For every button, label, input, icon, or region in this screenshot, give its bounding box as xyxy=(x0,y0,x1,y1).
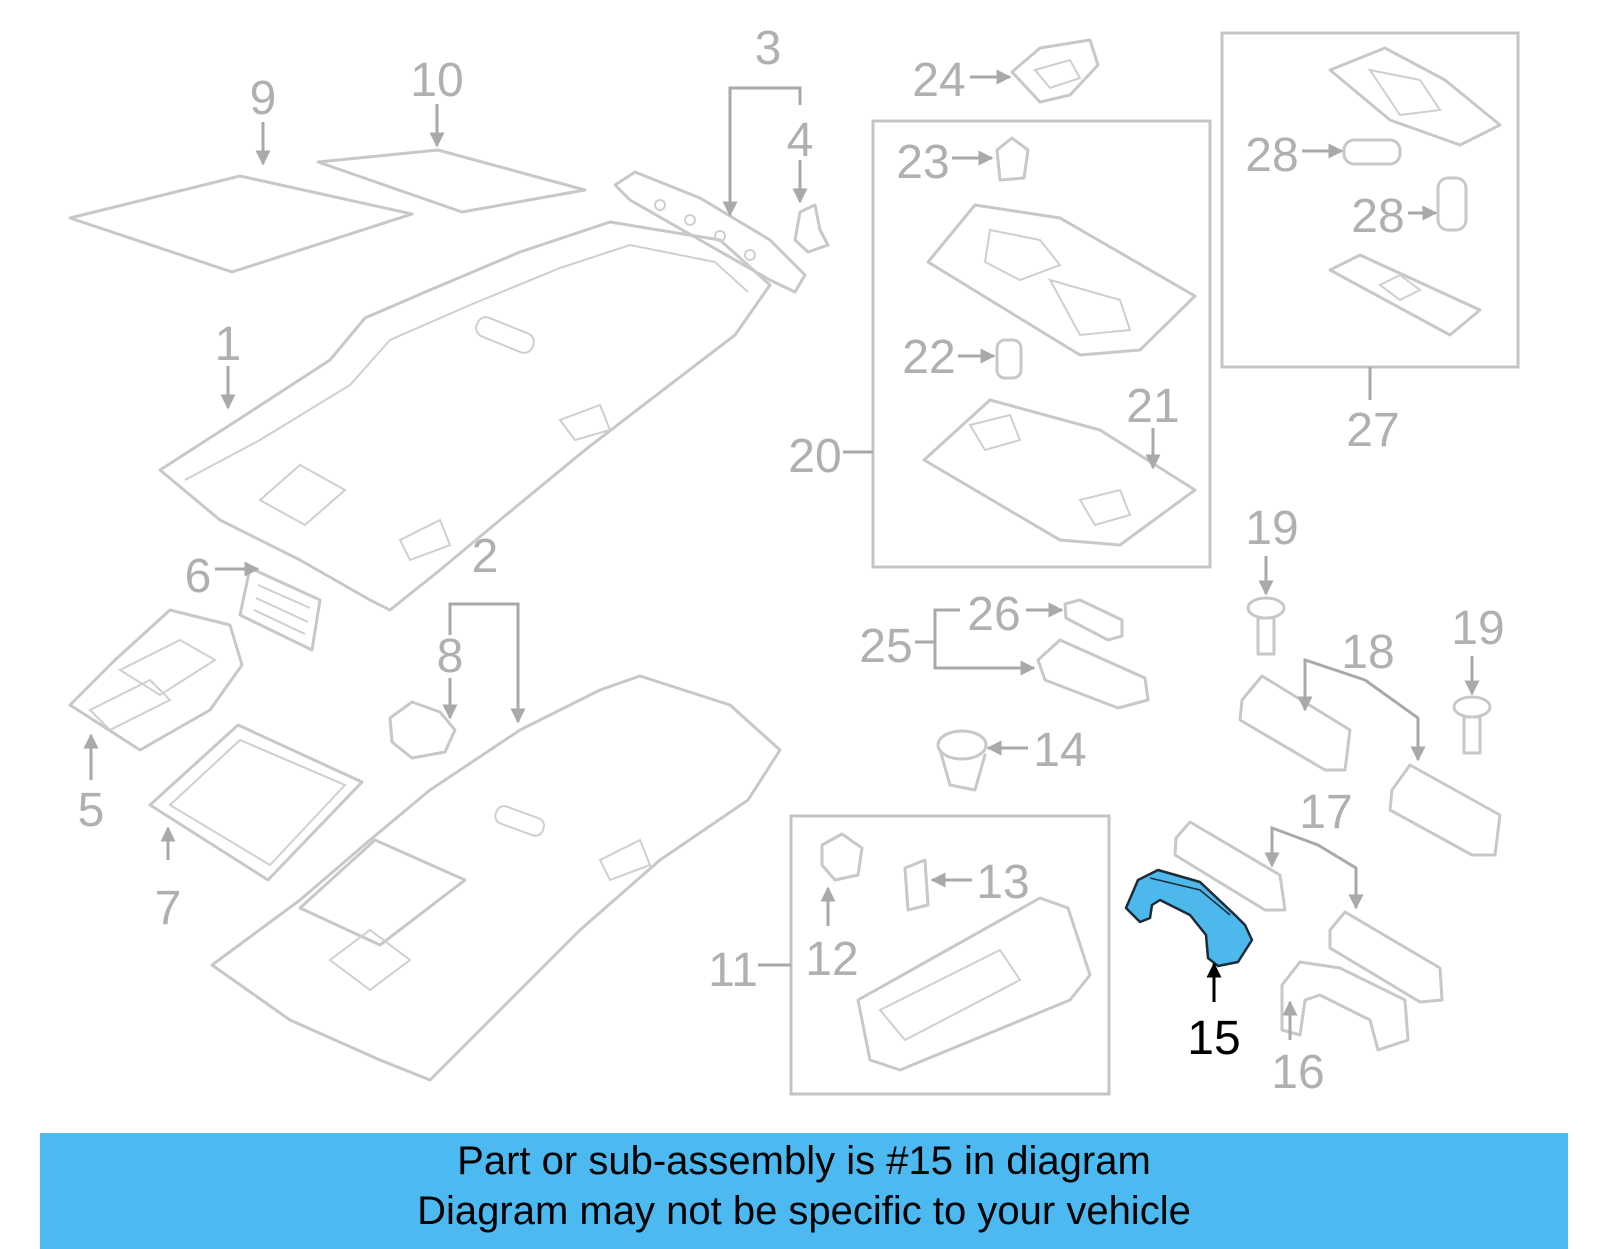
callout-4: 4 xyxy=(787,114,814,167)
part-overhead-housing xyxy=(926,203,1197,357)
part-4-clip xyxy=(793,203,830,254)
part-3-trim xyxy=(613,170,807,294)
part-2-headliner xyxy=(210,674,782,1082)
callout-23: 23 xyxy=(896,136,949,189)
part-15-grab-handle[interactable] xyxy=(1124,868,1254,968)
part-17-mount-a xyxy=(1173,820,1287,912)
callout-11: 11 xyxy=(708,944,758,997)
callout-26: 26 xyxy=(967,588,1020,641)
part-21-overhead-console xyxy=(922,398,1197,547)
part-14-grommet xyxy=(936,729,988,792)
part-12-clip xyxy=(820,832,864,882)
part-25-lamp xyxy=(1036,638,1150,710)
part-7-seal xyxy=(148,723,364,882)
part-17-mount-b xyxy=(1328,910,1444,1004)
part-10-panel xyxy=(316,148,587,214)
callout-7: 7 xyxy=(155,882,182,935)
callout-10: 10 xyxy=(410,54,463,107)
callout-19b: 19 xyxy=(1451,602,1504,655)
callout-15: 15 xyxy=(1187,1012,1240,1065)
callout-3: 3 xyxy=(755,22,782,75)
callout-22: 22 xyxy=(902,331,955,384)
callout-5: 5 xyxy=(78,784,105,837)
callout-13: 13 xyxy=(976,856,1029,909)
part-27-lens xyxy=(1328,253,1482,337)
callout-28b: 28 xyxy=(1351,190,1404,243)
callout-28a: 28 xyxy=(1245,129,1298,182)
callout-20: 20 xyxy=(788,430,841,483)
callout-9: 9 xyxy=(250,72,277,125)
part-24-switch xyxy=(1010,38,1100,104)
callout-14: 14 xyxy=(1033,724,1086,777)
part-8-bracket xyxy=(388,700,457,760)
callout-6: 6 xyxy=(185,550,212,603)
callout-17: 17 xyxy=(1299,786,1352,839)
part-9-panel xyxy=(68,174,414,274)
part-28-bulb-a xyxy=(1342,138,1402,166)
group-box-20 xyxy=(871,119,1212,569)
part-28-bulb-b xyxy=(1436,176,1468,232)
part-1-headliner xyxy=(158,220,772,612)
callout-24: 24 xyxy=(912,54,965,107)
part-26-bulb xyxy=(1063,598,1124,642)
callout-labels: 1 2 3 4 5 6 7 8 9 10 11 12 13 14 15 16 1… xyxy=(78,22,1505,1099)
callout-12: 12 xyxy=(805,933,858,986)
part-22-bulb xyxy=(995,338,1023,380)
part-23-clip xyxy=(995,136,1030,182)
leader-lines xyxy=(83,69,1480,1040)
banner-line-2: Diagram may not be specific to your vehi… xyxy=(417,1189,1191,1233)
part-13-clip xyxy=(903,858,930,912)
part-11-sun-visor xyxy=(856,896,1092,1072)
callout-19a: 19 xyxy=(1245,502,1298,555)
callout-8: 8 xyxy=(437,630,464,683)
part-19-screw-a xyxy=(1246,596,1286,656)
part-18-bracket-a xyxy=(1238,674,1352,772)
callout-27: 27 xyxy=(1346,404,1399,457)
callout-25: 25 xyxy=(859,620,912,673)
group-box-11 xyxy=(789,814,1111,1096)
callout-2: 2 xyxy=(472,530,499,583)
callout-21: 21 xyxy=(1126,380,1179,433)
callout-18: 18 xyxy=(1341,626,1394,679)
info-banner: Part or sub-assembly is #15 in diagram D… xyxy=(40,1133,1568,1249)
banner-line-1: Part or sub-assembly is #15 in diagram xyxy=(457,1139,1151,1183)
part-5-console xyxy=(68,608,244,752)
callout-1: 1 xyxy=(215,318,242,371)
part-6-cover xyxy=(238,566,322,652)
callout-16: 16 xyxy=(1271,1046,1324,1099)
part-19-screw-b xyxy=(1452,695,1492,755)
part-27-map-light xyxy=(1328,46,1502,147)
part-16-grip-handle xyxy=(1280,960,1410,1052)
part-18-bracket-b xyxy=(1388,763,1502,857)
